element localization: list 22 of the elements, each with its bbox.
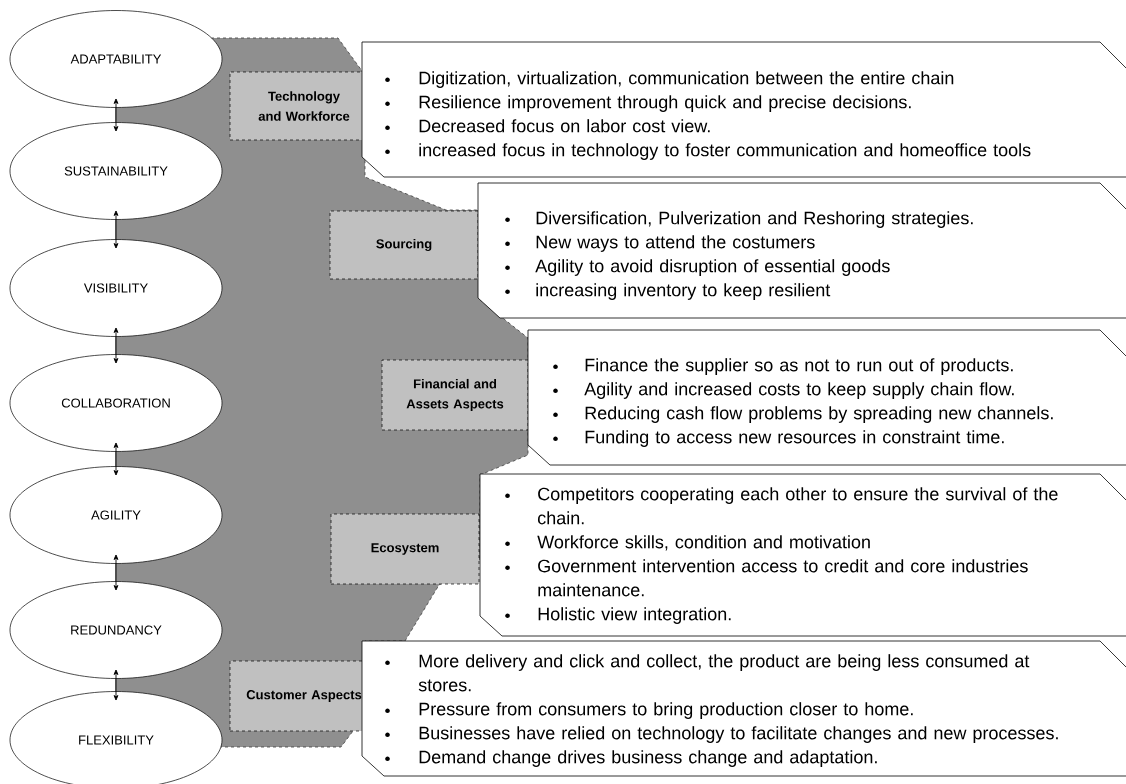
double-arrow (113, 554, 119, 591)
ellipse-node: SUSTAINABILITY (9, 122, 223, 220)
bullet-panel: More delivery and click and collect, the product are being less consumed at stores. Pressure from consumers to bring production closer to home. Businesses have relied on technology to facilitate changes and new processes. Demand change drives business change and adaptation. (361, 640, 1126, 777)
ellipse-node: VISIBILITY (9, 239, 223, 337)
ellipse-node: REDUNDANCY (9, 581, 223, 679)
double-arrow (113, 98, 119, 132)
node-label: FLEXIBILITY (79, 735, 154, 745)
category-box: Financial and Assets Aspects (381, 359, 529, 431)
bullet-panel: Competitors cooperating each other to ensure the survival of the chain. Workforce skills, condition and motivation Government intervention access to credit and core industries maintenance. Holistic view integration. (479, 473, 1126, 637)
category-box: Sourcing (329, 210, 479, 280)
double-arrow (113, 669, 119, 701)
ellipse-node: COLLABORATION (9, 354, 223, 452)
double-arrow (113, 327, 119, 364)
ellipse-node: FLEXIBILITY (9, 691, 223, 784)
double-arrow (113, 442, 119, 476)
bullet-panel: Digitization, virtualization, communication between the entire chain Resilience improvement through quick and precise decisions. Decreased focus on labor cost view. increased focus in technology to foster communication and homeoffice tools (361, 41, 1126, 178)
bullet-panel: Finance the supplier so as not to run out of products. Agility and increased costs to keep supply chain flow. Reducing cash flow problems by spreading new channels. Funding to access new resources in constraint time. (527, 329, 1126, 466)
double-arrow (113, 210, 119, 249)
ellipse-node: ADAPTABILITY (9, 10, 223, 108)
category-box: Ecosystem (330, 513, 480, 585)
bullet-panel: Diversification, Pulverization and Reshoring strategies. New ways to attend the costumers Agility to avoid disruption of essential goods increasing inventory to keep resilient (477, 182, 1126, 319)
ellipse-node: AGILITY (9, 466, 223, 564)
